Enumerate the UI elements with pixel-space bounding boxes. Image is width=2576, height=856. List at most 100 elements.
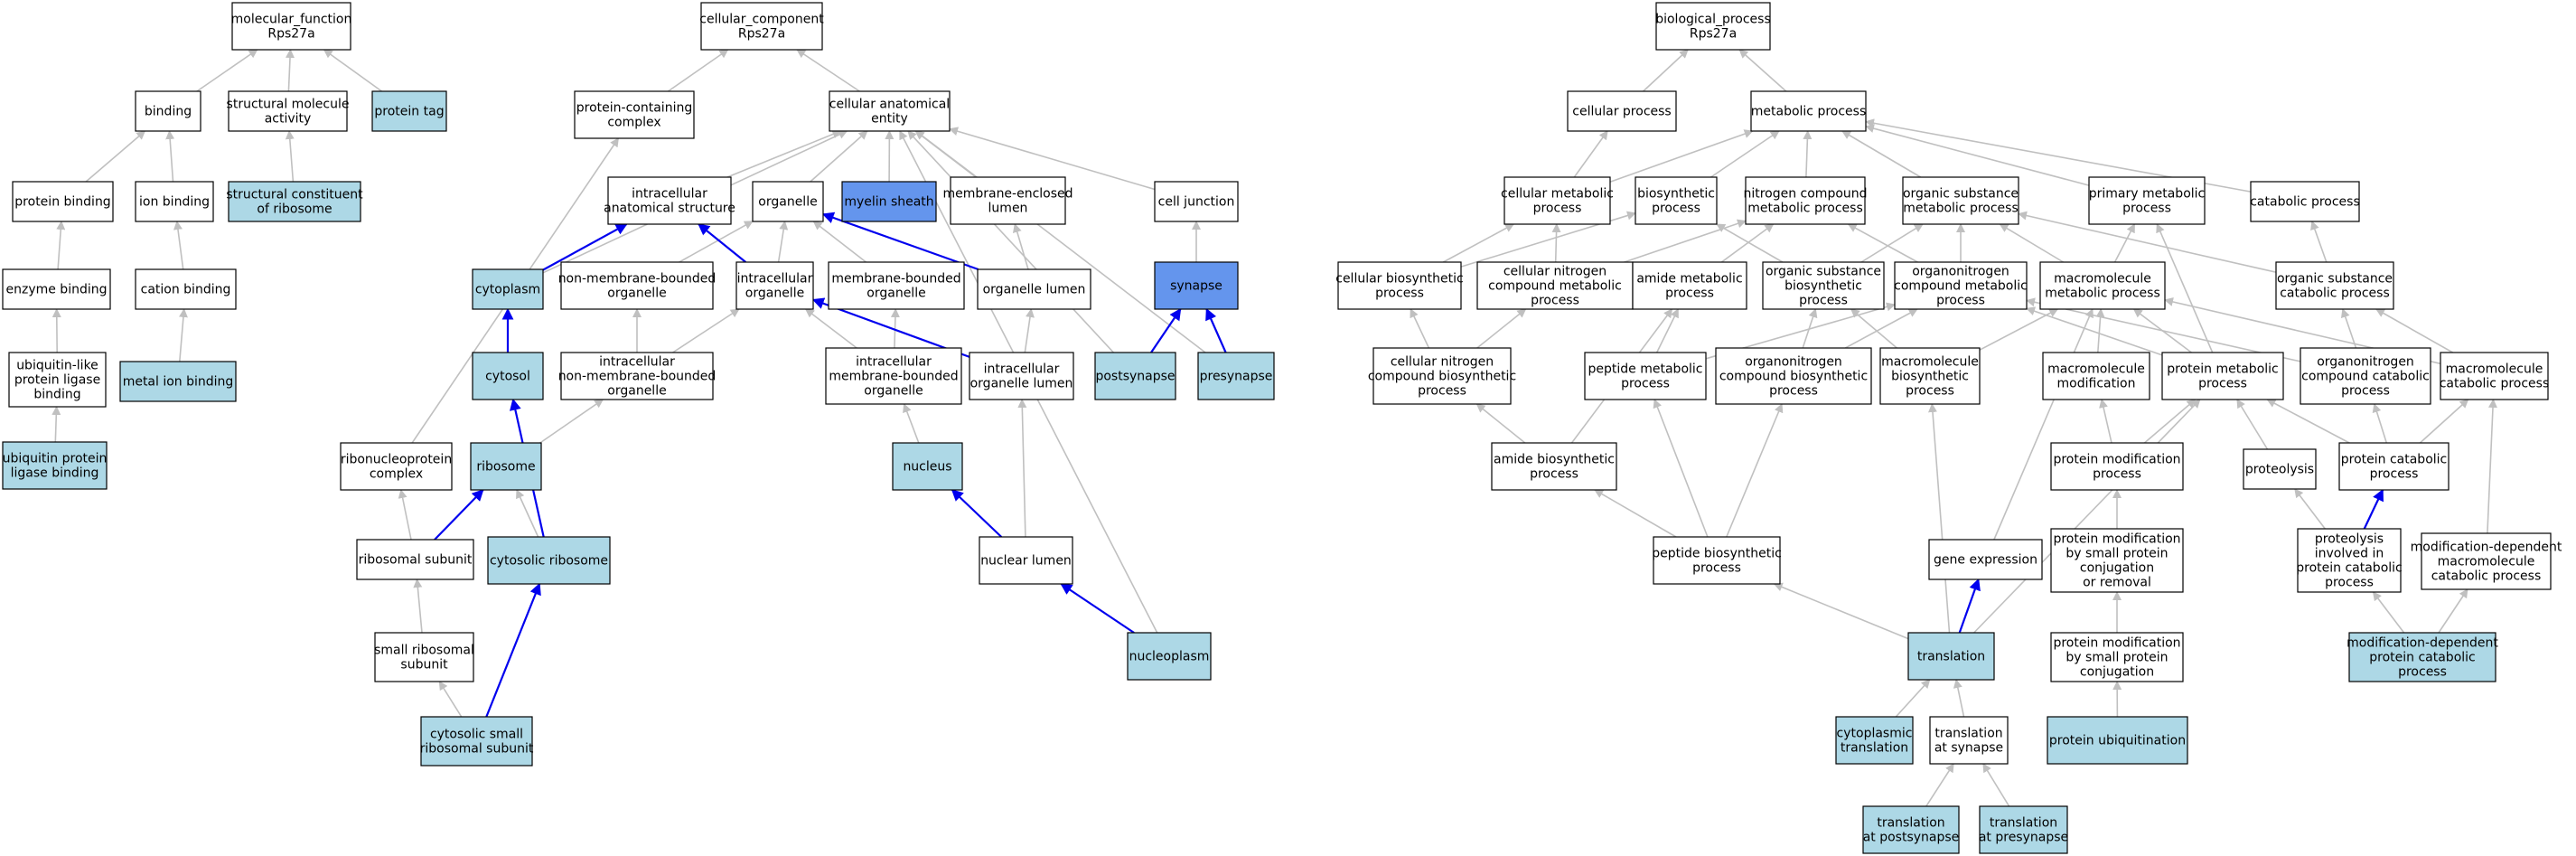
node-gene-expression[interactable]: gene expression <box>1928 539 2043 580</box>
node-ion-binding[interactable]: ion binding <box>135 181 214 222</box>
node-cytoplasm[interactable]: cytoplasm <box>472 268 544 310</box>
edge-intracell_org-to-intracell_anat <box>698 223 746 263</box>
edge-non_memb_org-to-organelle <box>679 221 754 263</box>
node-nucleoplasm[interactable]: nucleoplasm <box>1127 632 1212 681</box>
node-box <box>228 181 361 222</box>
node-ribosomal-subunit[interactable]: ribosomal subunit <box>356 539 474 580</box>
node-translation[interactable]: translation <box>1907 632 1995 681</box>
node-presynapse[interactable]: presynapse <box>1197 352 1275 400</box>
node-box <box>1372 347 1512 405</box>
node-organelle[interactable]: organelle <box>752 181 824 222</box>
edge-mod_dep_prot_catab-to-mod_dep_macro_catab <box>2438 588 2468 634</box>
node-protein-ubiq[interactable]: protein ubiquitination <box>2047 716 2188 765</box>
node-label-line: process <box>2198 377 2247 391</box>
edge-enzyme_binding-to-protein_binding <box>56 221 66 270</box>
node-binding[interactable]: binding <box>135 90 201 132</box>
edge-prot_cont_complex-to-cc_root <box>667 49 729 92</box>
node-metal-ion-binding[interactable]: metal ion binding <box>119 361 237 402</box>
node-nuclear-lumen[interactable]: nuclear lumen <box>979 536 1073 585</box>
node-box <box>374 632 474 682</box>
node-box <box>828 261 965 310</box>
node-box <box>420 716 533 767</box>
node-cytosol[interactable]: cytosol <box>472 352 544 400</box>
node-synapse[interactable]: synapse <box>1154 261 1239 310</box>
node-cell-junction[interactable]: cell junction <box>1154 181 1239 222</box>
node-postsynapse[interactable]: postsynapse <box>1094 352 1176 400</box>
node-box <box>1094 352 1176 400</box>
node-label-line: enzyme binding <box>5 283 107 297</box>
node-label-line: protein metabolic <box>2167 362 2278 377</box>
node-catabolic[interactable]: catabolic process <box>2250 181 2360 222</box>
node-myelin-sheath[interactable]: myelin sheath <box>841 181 937 222</box>
node-ribosome[interactable]: ribosome <box>470 442 542 491</box>
node-label-line: proteolysis <box>2315 532 2384 547</box>
node-enzyme-binding[interactable]: enzyme binding <box>2 268 111 310</box>
node-protein-tag[interactable]: protein tag <box>371 90 447 132</box>
node-box <box>1894 261 2028 310</box>
node-cytosolic-ribosome[interactable]: cytosolic ribosome <box>487 536 611 585</box>
node-nucleus[interactable]: nucleus <box>892 442 963 491</box>
node-cation-binding[interactable]: cation binding <box>135 268 237 310</box>
node-label-line: process <box>1375 287 1424 301</box>
node-organelle-lumen[interactable]: organelle lumen <box>977 268 1091 310</box>
node-metabolic-process[interactable]: metabolic process <box>1750 90 1867 132</box>
node-protein-binding[interactable]: protein binding <box>12 181 114 222</box>
node-box <box>2348 632 2496 682</box>
node-intra-non-memb-org[interactable]: intracellularnon-membrane-boundedorganel… <box>558 352 717 400</box>
node-cellular-process[interactable]: cellular process <box>1567 90 1677 132</box>
node-proteolysis[interactable]: proteolysis <box>2243 448 2317 490</box>
node-mod-dep-macro-catab[interactable]: modification-dependentmacromoleculecatab… <box>2411 532 2562 590</box>
